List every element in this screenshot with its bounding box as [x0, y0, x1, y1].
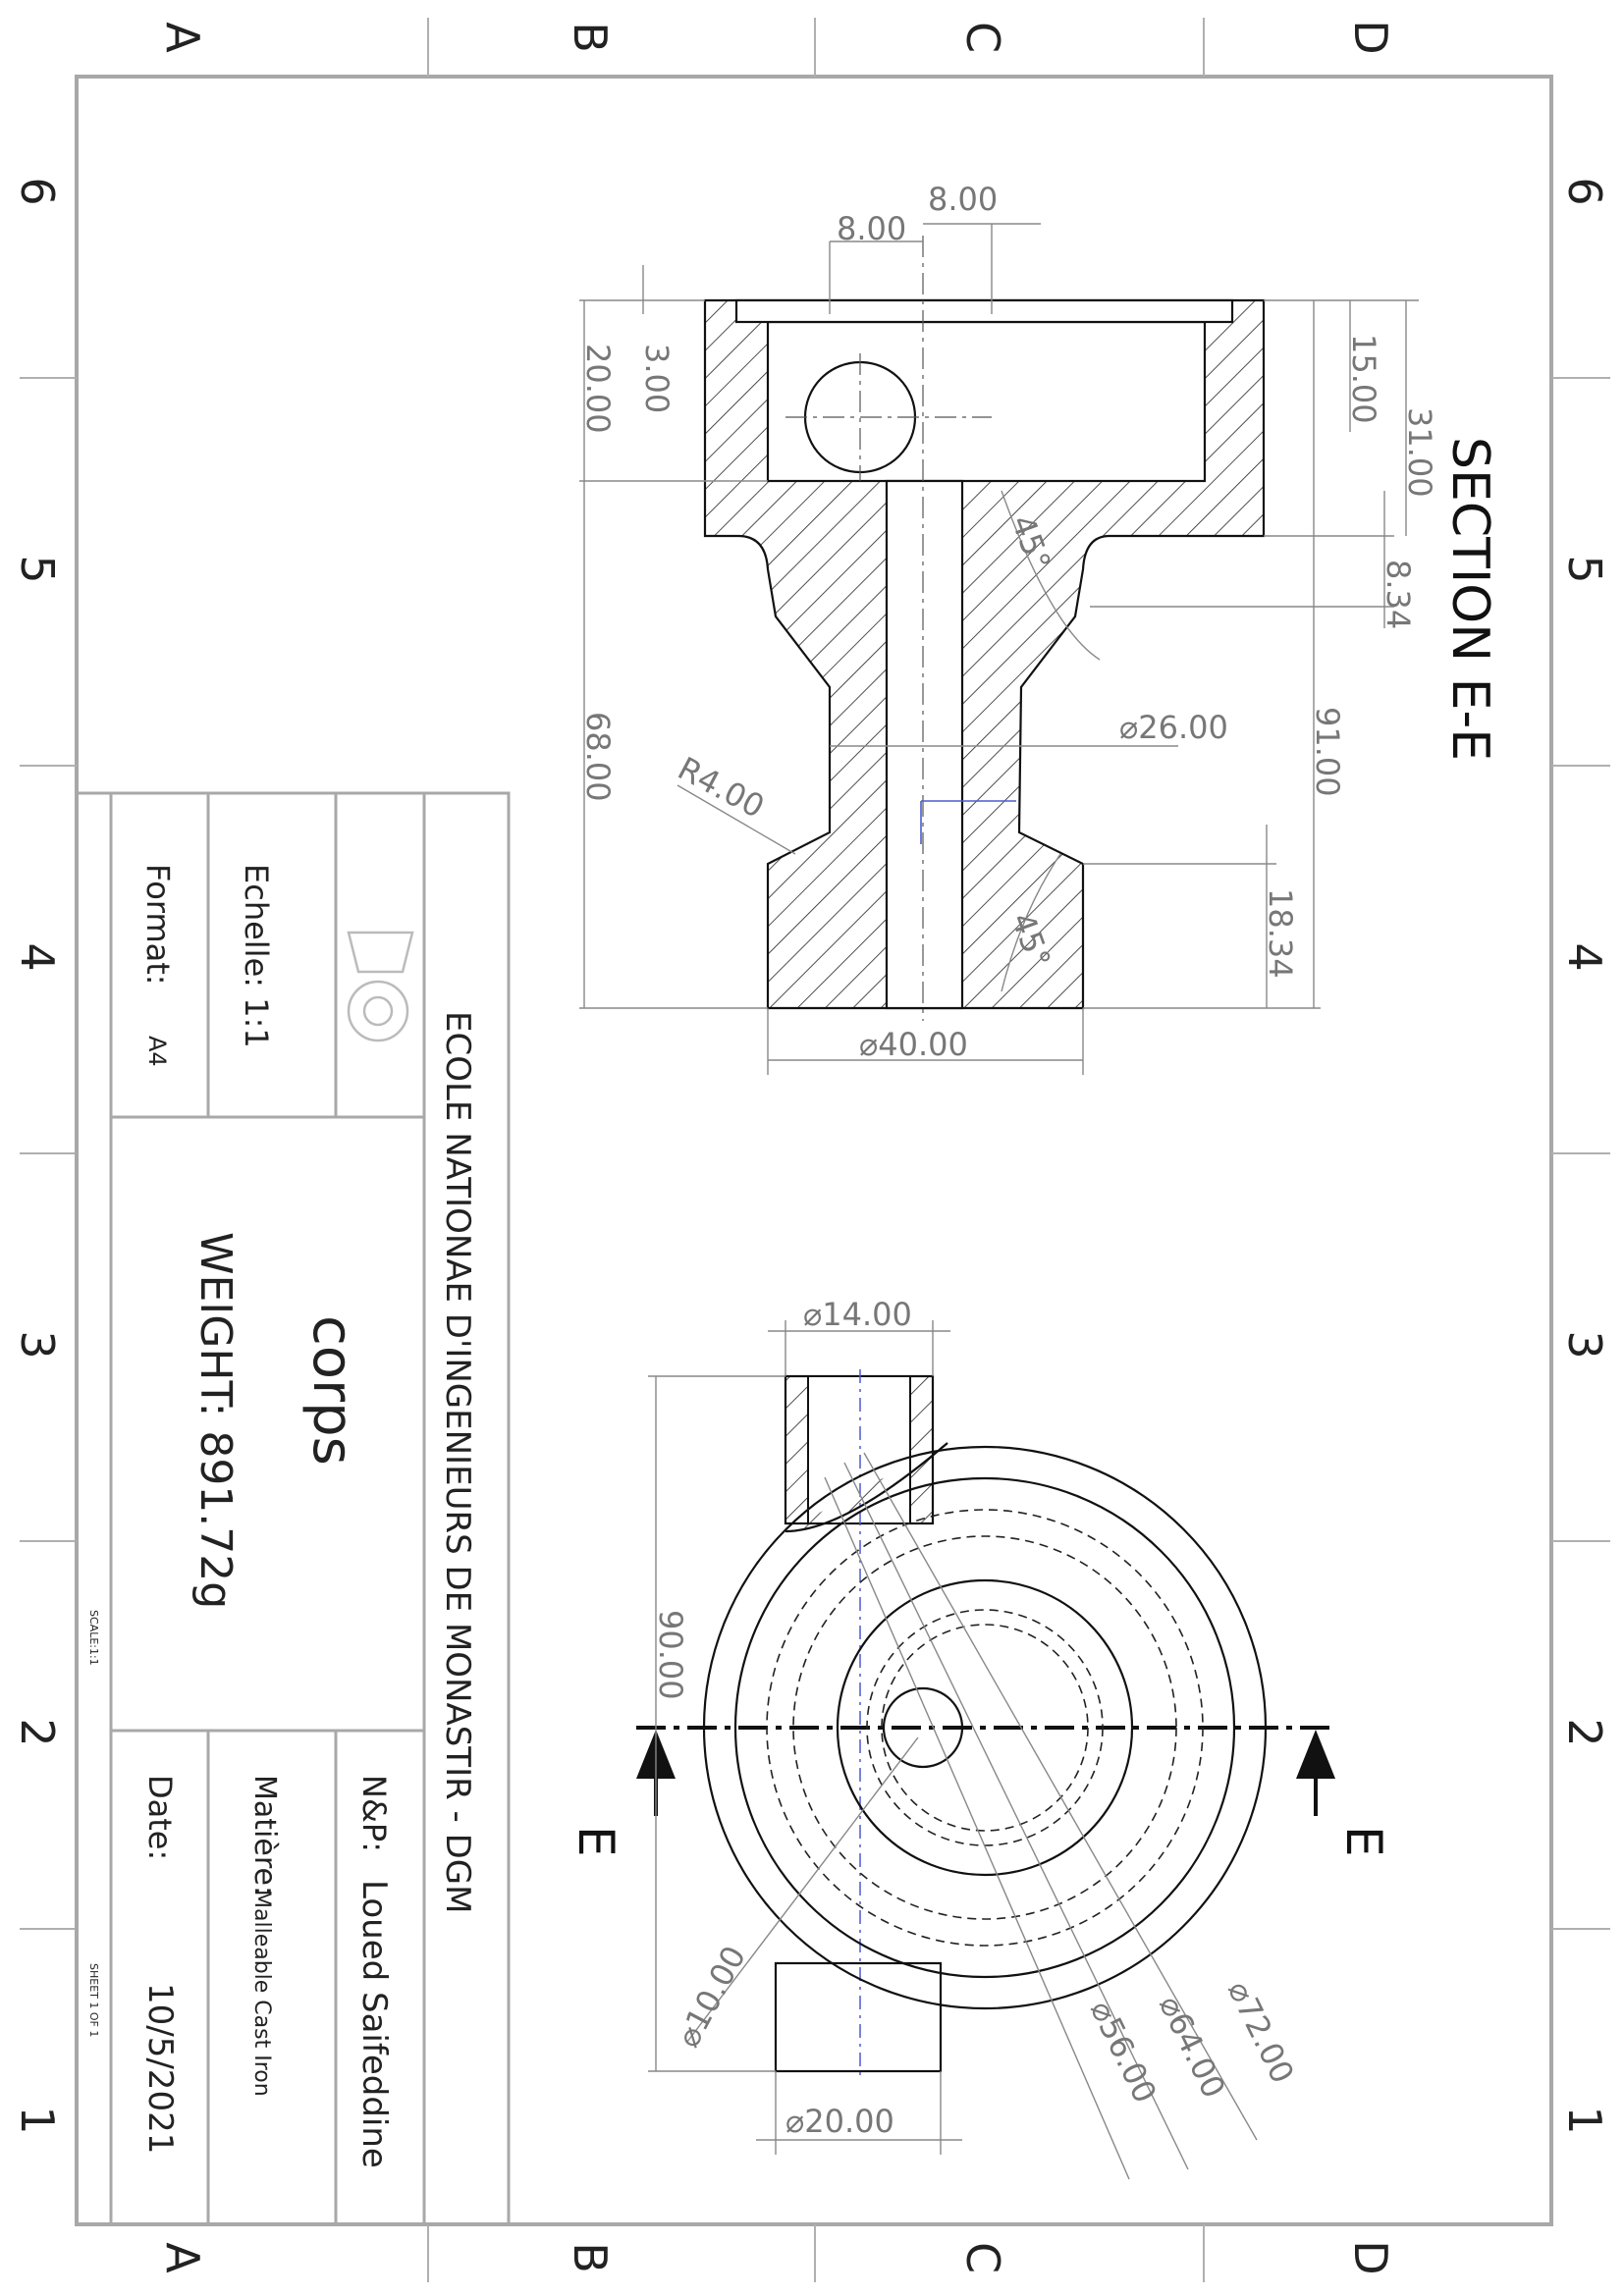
grid-col-label: A: [156, 2242, 209, 2273]
grid-row-label: 2: [1558, 1718, 1611, 1746]
section-top-slot: [734, 298, 1234, 324]
projection-symbol-icon: [347, 931, 414, 1042]
grid-column-labels-bottom: A B C D: [156, 2240, 1397, 2274]
grid-col-label: C: [956, 2242, 1009, 2273]
tb-part-name: corps: [300, 1315, 364, 1466]
dim-top-8-left: 8.00: [837, 210, 906, 247]
zone-ticks: [20, 18, 1610, 2282]
dim-phi72: ⌀72.00: [1220, 1975, 1302, 2089]
grid-col-label: A: [156, 22, 209, 53]
tb-material-value: Malleable Cast Iron: [249, 1890, 274, 2097]
plan-circle-64: [733, 1476, 1236, 1979]
dim-3: 3.00: [638, 344, 676, 413]
plan-boss-intersection: [785, 1442, 948, 1533]
grid-col-label: D: [1344, 20, 1397, 54]
grid-row-labels-right: 6 5 4 3 2 1: [1558, 177, 1611, 2134]
tb-scale: Echelle: 1:1: [238, 864, 275, 1048]
plan-bottom-boss: [774, 1961, 943, 2073]
dim-90: 90.00: [652, 1610, 689, 1700]
tb-material-label: Matière:: [247, 1775, 282, 1896]
dim-phi64: ⌀64.00: [1152, 1990, 1233, 2104]
plan-circle-26: [836, 1578, 1134, 1877]
grid-col-label: D: [1344, 2240, 1397, 2274]
dim-91: 91.00: [1309, 707, 1346, 797]
dim-phi56: ⌀56.00: [1083, 1995, 1164, 2109]
tb-np-label: N&P:: [355, 1775, 393, 1852]
plan-view: E E ⌀14: [568, 1296, 1392, 2180]
plan-center-hole: [882, 1686, 964, 1769]
dim-phi26: ⌀26.00: [1119, 709, 1228, 746]
section-title: SECTION E-E: [1440, 437, 1499, 761]
tb-format-label: Format:: [139, 864, 177, 986]
grid-row-label: 3: [11, 1330, 64, 1359]
section-view: 8.00 8.00 20.00 3.00 68.00 15.00 31.00 8…: [579, 181, 1499, 1075]
dim-20: 20.00: [579, 344, 617, 434]
plan-outer-circle: [702, 1445, 1268, 2010]
dim-31: 31.00: [1401, 407, 1438, 498]
grid-row-label: 1: [11, 2106, 64, 2134]
grid-col-label: B: [564, 22, 617, 53]
dim-18-34: 18.34: [1262, 888, 1299, 979]
grid-row-label: 4: [11, 942, 64, 971]
tb-date-label: Date:: [141, 1775, 179, 1860]
dim-phi14: ⌀14.00: [803, 1296, 912, 1333]
grid-col-label: B: [564, 2242, 617, 2273]
tb-scale-small: SCALE:1:1: [87, 1610, 100, 1666]
dim-68: 68.00: [579, 712, 617, 802]
dim-phi20: ⌀20.00: [785, 2103, 894, 2140]
tb-np-value: Loued Saifeddine: [354, 1880, 394, 2168]
cut-label-left: E: [568, 1826, 624, 1857]
plan-dimension-lines: [648, 1320, 1258, 2180]
dim-top-8-right: 8.00: [928, 181, 998, 218]
grid-row-label: 6: [1558, 177, 1611, 205]
grid-row-label: 2: [11, 1718, 64, 1746]
tb-sheet: SHEET 1 OF 1: [87, 1963, 100, 2037]
section-dimension-lines: [579, 223, 1419, 1075]
grid-row-label: 6: [11, 177, 64, 205]
cut-arrow-right: [1296, 1730, 1335, 1779]
grid-row-label: 4: [1558, 942, 1611, 971]
dim-r4: R4.00: [672, 750, 770, 826]
grid-row-label: 3: [1558, 1330, 1611, 1359]
tb-format-value: A4: [143, 1036, 171, 1067]
tb-weight: WEIGHT: 891.72g: [190, 1232, 241, 1609]
plan-circle-56: [766, 1509, 1204, 1947]
section-bore: [885, 479, 964, 1010]
grid-row-label: 5: [11, 555, 64, 583]
dim-15: 15.00: [1345, 334, 1382, 424]
tb-date-value: 10/5/2021: [140, 1983, 180, 2154]
grid-column-labels-top: A B C D: [156, 20, 1397, 54]
title-block: Format: A4 Echelle: 1:1 corps WEIGHT: 89…: [75, 791, 511, 2226]
grid-row-label: 5: [1558, 555, 1611, 583]
tb-school: ECOLE NATIONAE D'INGENIEURS DE MONASTIR …: [438, 1011, 477, 1913]
cut-label-right: E: [1335, 1826, 1392, 1857]
dim-phi40: ⌀40.00: [859, 1026, 968, 1063]
grid-row-label: 1: [1558, 2106, 1611, 2134]
dim-phi10: ⌀10.00: [670, 1940, 754, 2054]
grid-row-labels-left: 6 5 4 3 2 1: [11, 177, 64, 2134]
dim-8-34: 8.34: [1380, 560, 1417, 629]
grid-col-label: C: [956, 22, 1009, 53]
